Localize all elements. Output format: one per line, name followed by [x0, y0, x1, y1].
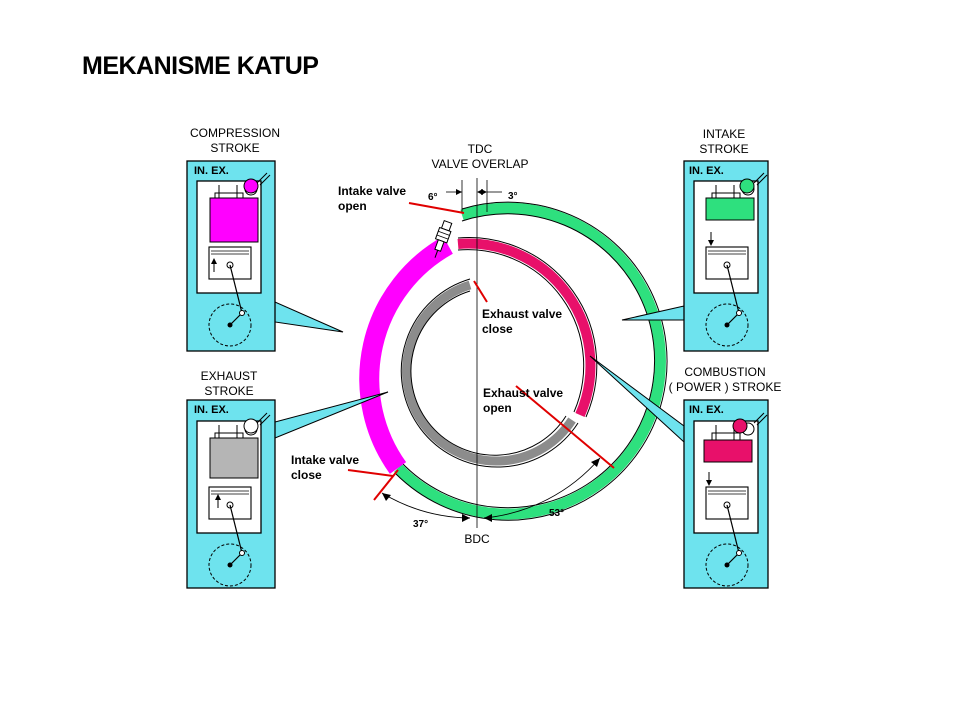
ex-label: EX. [211, 404, 229, 416]
ex-label: EX. [706, 404, 724, 416]
in-label: IN. [194, 165, 209, 177]
intake-close-angle: 37° [413, 519, 429, 530]
intake-stroke-box [683, 160, 769, 352]
intake-valve-open-label: Intake valve open [338, 184, 406, 214]
exhaust-arc-outline-outer [400, 278, 579, 468]
exhaust-close-line2: close [482, 322, 513, 336]
exhaust-stroke-label: EXHAUST STROKE [184, 369, 274, 399]
intake-arc [394, 202, 666, 520]
intake-close-marker [347, 469, 394, 477]
combustion-line2: ( POWER ) STROKE [668, 380, 782, 394]
exhaust-in-ex: IN. EX. [194, 403, 229, 418]
exhaust-arc-outline-inner [410, 290, 567, 456]
combustion-in-ex: IN. EX. [689, 403, 724, 418]
exhaust-line2: STROKE [204, 384, 254, 398]
intake-close-angle-arc [381, 492, 471, 519]
combustion-stroke-box [683, 399, 769, 589]
exhaust-arc [402, 280, 576, 466]
power-arc-outline-outer [457, 237, 598, 418]
timing-rings [359, 201, 668, 521]
exhaust-valve-close-label: Exhaust valve close [482, 307, 562, 337]
exhaust-valve-open-label: Exhaust valve open [483, 386, 563, 416]
combustion-line1: COMBUSTION [684, 365, 766, 379]
intake-open-marker [408, 202, 465, 214]
intake-close-line1: Intake valve [291, 453, 360, 467]
exhaust-close-line1: Exhaust valve [482, 307, 563, 321]
intake-in-ex: IN. EX. [689, 164, 724, 179]
intake-line1: INTAKE [702, 127, 746, 141]
intake-arc-outline-inner [400, 213, 656, 509]
tdc-label: TDC VALVE OVERLAP [420, 142, 540, 172]
compression-in-ex: IN. EX. [194, 164, 229, 179]
exhaust-stroke-box [186, 399, 276, 589]
ex-label: EX. [211, 165, 229, 177]
spark-plug-icon [434, 219, 453, 258]
intake-line2: STROKE [699, 142, 749, 156]
page-title: MEKANISME KATUP [82, 52, 319, 80]
bdc-label: BDC [464, 532, 490, 546]
exhaust-close-marker [473, 280, 488, 303]
compression-pointer [274, 301, 344, 333]
tdc-text: TDC [467, 142, 493, 156]
power-arc-outline-inner [457, 249, 585, 413]
power-arc [457, 238, 596, 418]
intake-open-angle: 6° [428, 192, 438, 203]
exhaust-line1: EXHAUST [200, 369, 258, 383]
exhaust-open-angle: 53° [549, 508, 565, 519]
intake-open-line1: Intake valve [338, 184, 407, 198]
compression-arc [359, 236, 453, 474]
valve-overlap-text: VALVE OVERLAP [431, 157, 529, 171]
intake-close-line2: close [291, 468, 322, 482]
exhaust-open-angle-arc [483, 457, 601, 519]
intake-stroke-label: INTAKE STROKE [676, 127, 772, 157]
exhaust-open-marker [515, 385, 615, 469]
in-label: IN. [194, 404, 209, 416]
in-label: IN. [689, 404, 704, 416]
ex-label: EX. [706, 165, 724, 177]
combustion-stroke-label: COMBUSTION ( POWER ) STROKE [658, 365, 792, 395]
in-label: IN. [689, 165, 704, 177]
compression-line2: STROKE [210, 141, 260, 155]
exhaust-open-line2: open [483, 401, 512, 415]
exhaust-open-line1: Exhaust valve [483, 386, 564, 400]
intake-valve-close-label: Intake valve close [291, 453, 359, 483]
intake-open-line2: open [338, 199, 367, 213]
exhaust-close-angle: 3° [508, 191, 518, 202]
compression-stroke-label: COMPRESSION STROKE [180, 126, 290, 156]
compression-line1: COMPRESSION [189, 126, 280, 140]
compression-stroke-box [186, 160, 276, 352]
